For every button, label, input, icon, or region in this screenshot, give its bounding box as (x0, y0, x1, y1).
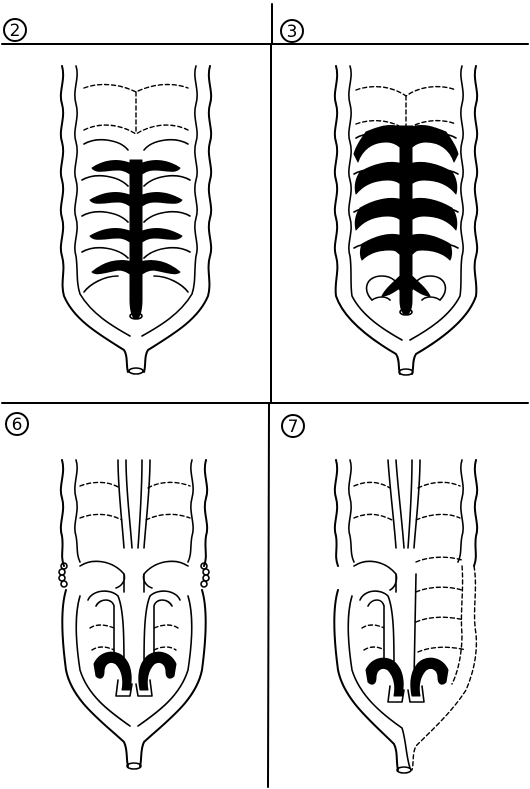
panel-6-drawing (59, 460, 209, 769)
panel-2-drawing (61, 66, 211, 374)
panel-label-6: 6 (6, 413, 28, 435)
panel-grid-lines (2, 4, 528, 787)
svg-text:6: 6 (12, 415, 23, 435)
panel-label-2: 2 (4, 19, 26, 41)
panel-7-drawing (334, 460, 477, 773)
svg-text:2: 2 (10, 21, 21, 41)
panel-3-drawing (335, 66, 477, 375)
svg-text:7: 7 (288, 417, 299, 437)
svg-text:3: 3 (287, 22, 298, 42)
panel-label-7: 7 (282, 415, 304, 437)
constriction-beads (59, 563, 209, 587)
panel-label-3: 3 (281, 20, 303, 42)
